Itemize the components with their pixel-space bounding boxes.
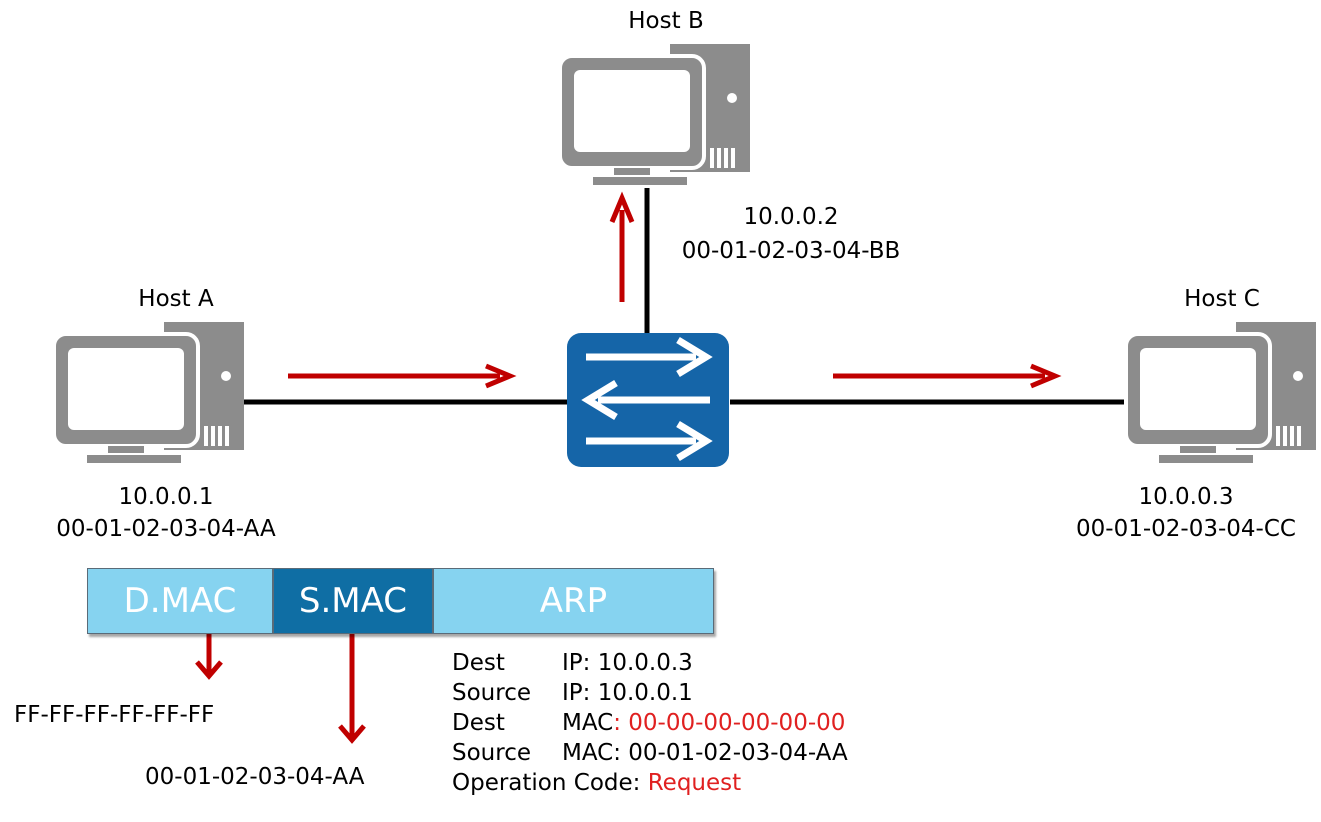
arp-opcode-value: Request (647, 770, 742, 796)
arp-dest-mac-key: Dest (452, 710, 505, 736)
arp-source-mac-value: MAC: 00-01-02-03-04-AA (562, 740, 848, 766)
arp-dest-mac-value: : 00-00-00-00-00-00 (613, 710, 846, 736)
switch-icon (567, 333, 729, 467)
host-b-ip: 10.0.0.2 (743, 204, 839, 230)
arp-source-mac-row: Source MAC: 00-01-02-03-04-AA (452, 738, 848, 768)
dmac-pointer-arrow (195, 632, 223, 680)
arp-opcode-row: Operation Code: Request (452, 768, 848, 798)
arp-packet-fields: Dest IP: 10.0.0.3 Source IP: 10.0.0.1 De… (452, 648, 848, 798)
host-c-name: Host C (1184, 286, 1260, 312)
arp-source-ip-row: Source IP: 10.0.0.1 (452, 678, 848, 708)
arp-source-ip-key: Source (452, 680, 531, 706)
smac-pointer-arrow (338, 632, 366, 744)
arp-opcode-label: Operation Code: (452, 770, 641, 796)
host-c-computer-icon (1124, 320, 1318, 466)
arp-dest-mac-row: Dest MAC: 00-00-00-00-00-00 (452, 708, 848, 738)
flow-arrow-switch-to-c (833, 363, 1062, 389)
frame-smac-field: S.MAC (272, 569, 432, 633)
host-c-mac: 00-01-02-03-04-CC (1076, 516, 1296, 542)
flow-arrow-a-to-switch (288, 363, 517, 389)
host-a-computer-icon (52, 320, 246, 466)
arp-dest-ip-key: Dest (452, 650, 505, 676)
host-a-ip: 10.0.0.1 (118, 484, 214, 510)
ethernet-frame: D.MAC S.MAC ARP (87, 568, 714, 634)
frame-dmac-field: D.MAC (88, 569, 272, 633)
arp-source-mac-key: Source (452, 740, 531, 766)
host-c-ip: 10.0.0.3 (1138, 484, 1234, 510)
arp-dest-ip-value: IP: 10.0.0.3 (562, 650, 693, 676)
host-b-mac: 00-01-02-03-04-BB (681, 238, 901, 264)
host-b-computer-icon (558, 42, 752, 188)
host-a-mac: 00-01-02-03-04-AA (56, 516, 276, 542)
flow-arrow-switch-to-b (609, 191, 635, 302)
arp-source-ip-value: IP: 10.0.0.1 (562, 680, 693, 706)
host-a-name: Host A (138, 286, 214, 312)
dmac-value: FF-FF-FF-FF-FF-FF (14, 702, 215, 728)
frame-arp-field: ARP (432, 569, 713, 633)
arp-dest-ip-row: Dest IP: 10.0.0.3 (452, 648, 848, 678)
arp-dest-mac-prefix: MAC (562, 710, 614, 736)
smac-value: 00-01-02-03-04-AA (145, 764, 365, 790)
host-b-name: Host B (628, 8, 704, 34)
